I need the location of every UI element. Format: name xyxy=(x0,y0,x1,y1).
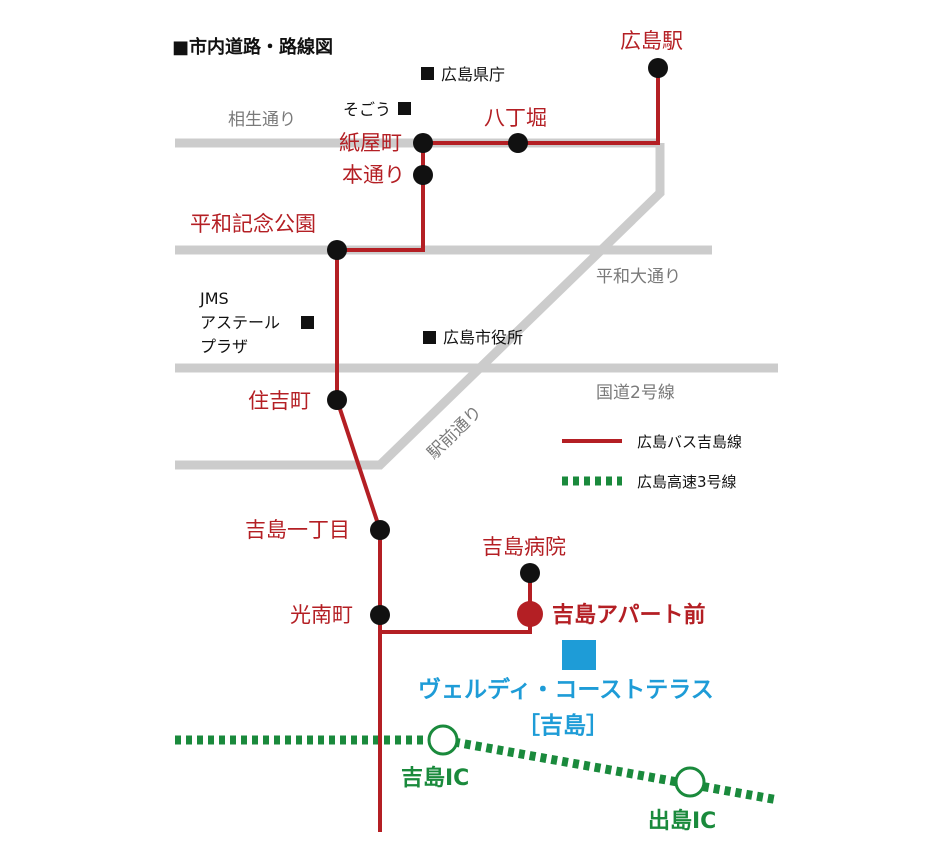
bus-stops xyxy=(327,58,668,625)
stop-hondori xyxy=(413,165,433,185)
yoshijima-ic-marker xyxy=(427,724,459,756)
property-name: ヴェルディ・コーストテラス xyxy=(418,676,714,703)
sumiyoshicho-label: 住吉町 xyxy=(248,389,311,413)
jms-label-1: JMS xyxy=(199,289,229,308)
kamiyacho-label: 紙屋町 xyxy=(339,131,402,155)
shiyakusho-label: 広島市役所 xyxy=(443,328,523,347)
yoshijima-1chome-label: 吉島一丁目 xyxy=(245,518,350,542)
heiwa-odori-label: 平和大通り xyxy=(596,267,681,287)
kencho-square xyxy=(421,67,434,80)
yoshijima-apart-mae-label: 吉島アパート前 xyxy=(552,602,706,628)
expressway xyxy=(175,735,779,805)
stop-kamiyacho xyxy=(413,133,433,153)
map-title: ■市内道路・路線図 xyxy=(172,36,333,58)
jms-label-3: プラザ xyxy=(200,337,248,356)
stop-hacchobori xyxy=(508,133,528,153)
stop-yoshijima-1chome xyxy=(370,520,390,540)
legend-expressway-label: 広島高速3号線 xyxy=(637,473,737,491)
jms-label-2: アステール xyxy=(200,313,280,332)
hondori-label: 本通り xyxy=(342,163,405,187)
kokudo2-label: 国道2号線 xyxy=(596,383,675,403)
bus-branch xyxy=(380,573,532,634)
property-marker xyxy=(562,640,596,670)
stop-yoshijima-byoin xyxy=(520,563,540,583)
ekimae-road xyxy=(175,143,665,470)
stop-sumiyoshicho xyxy=(327,390,347,410)
stop-heiwa-kinen-koen xyxy=(327,240,347,260)
dejima-ic-marker xyxy=(674,766,706,798)
stop-konancho xyxy=(370,605,390,625)
legend-bus-label: 広島バス吉島線 xyxy=(637,433,742,451)
konancho-label: 光南町 xyxy=(290,603,353,627)
hacchobori-label: 八丁堀 xyxy=(484,106,547,130)
sogo-label: そごう xyxy=(343,100,391,119)
landmark-markers xyxy=(301,67,436,344)
stop-hiroshima-eki xyxy=(648,58,668,78)
yoshijima-ic-label: 吉島IC xyxy=(401,765,469,791)
aioi-road-label: 相生通り xyxy=(228,110,296,130)
stop-yoshijima-apart-mae xyxy=(517,601,543,627)
heiwa-kinen-koen-label: 平和記念公園 xyxy=(190,212,316,236)
dejima-ic-label: 出島IC xyxy=(648,808,716,834)
hiroshima-eki-label: 広島駅 xyxy=(620,29,683,53)
property-area: ［吉島］ xyxy=(517,712,609,739)
bus-line xyxy=(335,68,660,832)
sogo-square xyxy=(398,102,411,115)
kencho-label: 広島県庁 xyxy=(441,65,505,84)
expressway-east xyxy=(442,735,779,805)
yoshijima-byoin-label: 吉島病院 xyxy=(482,535,566,559)
jms-square xyxy=(301,316,314,329)
shiyakusho-square xyxy=(423,331,436,344)
